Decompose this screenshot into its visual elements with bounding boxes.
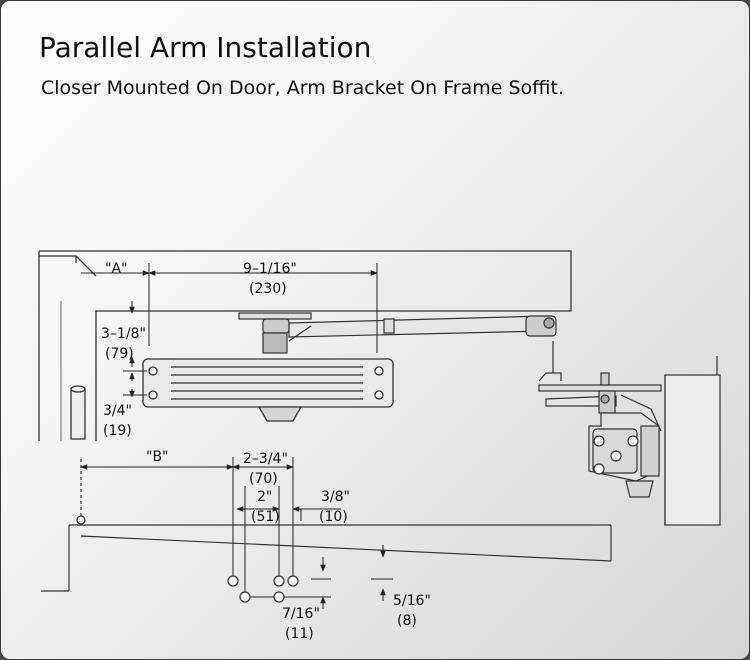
label-9-1-16: 9–1/16" bbox=[243, 261, 297, 277]
label-2: 2" bbox=[257, 489, 272, 505]
label-79: (79) bbox=[105, 346, 134, 362]
label-70: (70) bbox=[249, 471, 278, 487]
label-7-16: 7/16" bbox=[282, 606, 320, 622]
upper-dim-labels: "A" 9–1/16" (230) 3–1/8" (79) 3/4" (19) bbox=[101, 261, 297, 439]
page-subtitle: Closer Mounted On Door, Arm Bracket On F… bbox=[41, 77, 565, 99]
label-10: (10) bbox=[319, 509, 348, 525]
door-edge bbox=[41, 459, 612, 592]
closer-arm bbox=[238, 312, 557, 354]
label-3-4: 3/4" bbox=[103, 403, 132, 419]
label-11: (11) bbox=[285, 626, 314, 642]
lower-dimensions bbox=[80, 457, 393, 609]
label-8: (8) bbox=[397, 613, 417, 629]
side-view bbox=[538, 341, 721, 526]
door-frame bbox=[38, 250, 572, 441]
label-3-1-8: 3–1/8" bbox=[101, 326, 146, 342]
upper-dimensions bbox=[81, 263, 378, 398]
label-2-3-4: 2–3/4" bbox=[243, 451, 288, 467]
closer-body bbox=[142, 358, 394, 422]
label-5-16: 5/16" bbox=[393, 593, 431, 609]
mounting-holes bbox=[227, 575, 299, 603]
label-a: "A" bbox=[105, 261, 127, 277]
label-230: (230) bbox=[249, 281, 287, 297]
label-51: (51) bbox=[251, 509, 280, 525]
label-b: "B" bbox=[146, 449, 168, 465]
label-3-8: 3/8" bbox=[321, 489, 350, 505]
lower-dim-labels: "B" 2–3/4" (70) 2" (51) 3/8" (10) 7/16" … bbox=[146, 449, 431, 642]
page-title: Parallel Arm Installation bbox=[39, 31, 372, 64]
label-19: (19) bbox=[103, 423, 132, 439]
